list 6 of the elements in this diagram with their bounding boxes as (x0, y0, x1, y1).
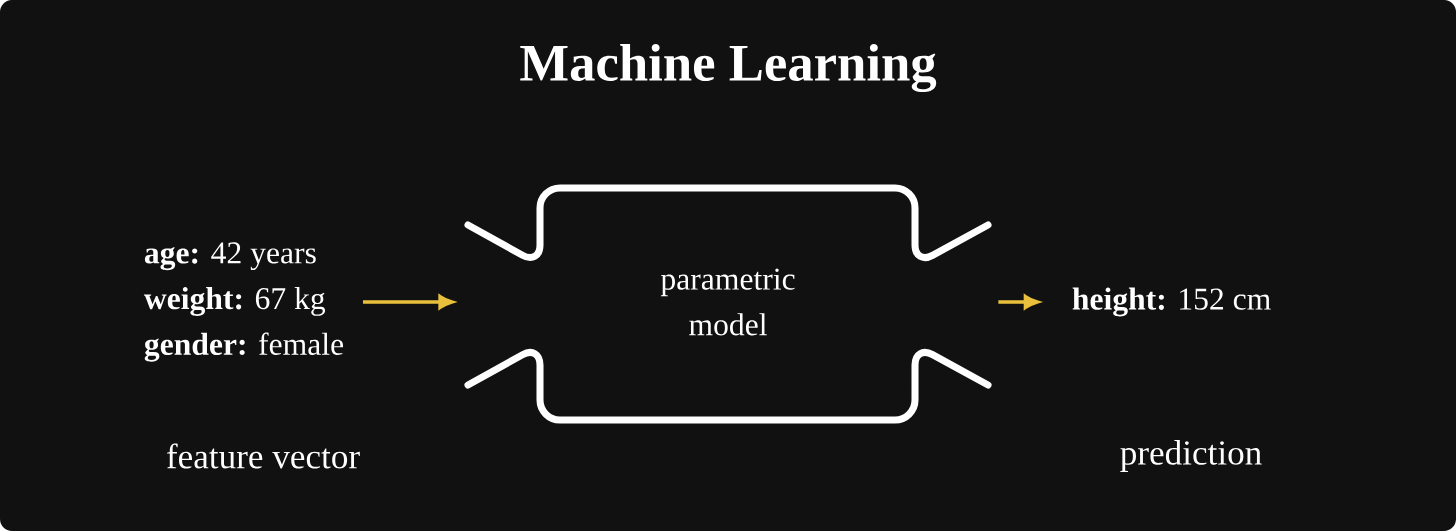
feature-text: age: 42 years weight: 67 kg gender: female (143, 242, 344, 362)
caption-text: prediction (1120, 440, 1262, 472)
model-box: parametric model (464, 184, 992, 424)
caption-text: feature vector (167, 443, 360, 469)
title: Machine Learning (520, 43, 937, 93)
feature-text: height: 152 cm (1072, 287, 1271, 317)
